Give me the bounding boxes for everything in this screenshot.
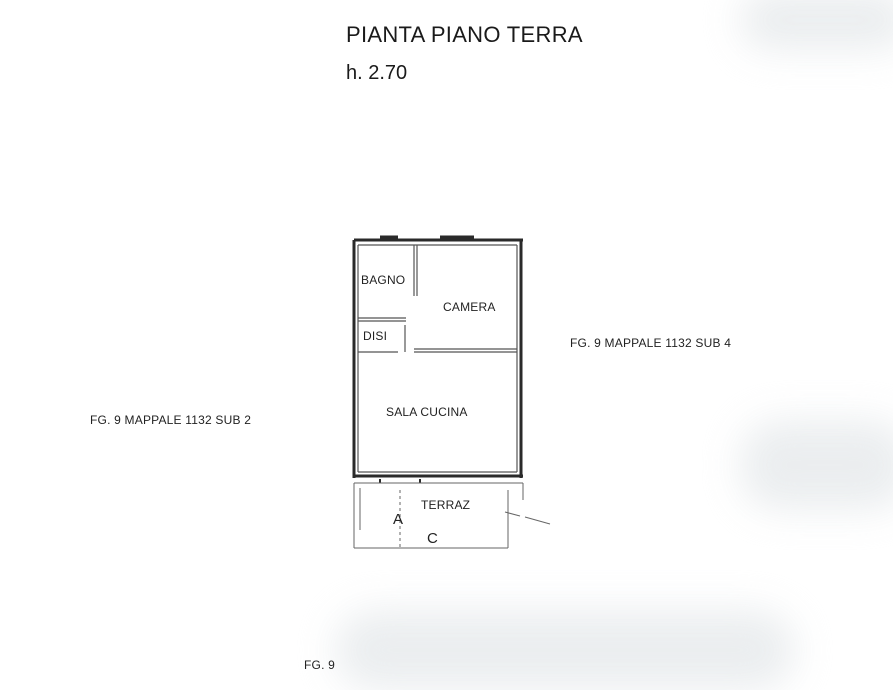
blur-patch-right [740, 420, 893, 510]
floor-plan [352, 235, 551, 549]
blur-patch-top-right [740, 0, 893, 50]
parcel-label-bottom: FG. 9 [304, 658, 336, 672]
parcel-label-left: FG. 9 MAPPALE 1132 SUB 2 [90, 413, 252, 427]
section-mark-a: A [393, 511, 404, 528]
door-opening [379, 479, 421, 483]
terrace-outline [353, 482, 551, 549]
parcel-label-right: FG. 9 MAPPALE 1132 SUB 4 [570, 336, 732, 350]
outer-walls [352, 238, 523, 478]
room-label-bagno: BAGNO [361, 273, 406, 287]
room-label-camera: CAMERA [443, 300, 496, 314]
inner-walls [357, 244, 518, 473]
terrace-dash-1 [504, 511, 521, 517]
terrace-dash-2 [524, 516, 551, 525]
section-mark-c: C [427, 530, 439, 547]
page-title: PIANTA PIANO TERRA [346, 22, 583, 47]
room-label-disi: DISI [363, 329, 388, 343]
room-label-sala-cucina: SALA CUCINA [386, 405, 468, 419]
room-label-terrazzo: TERRAZ [421, 498, 471, 512]
floor-height: h. 2.70 [346, 62, 408, 84]
